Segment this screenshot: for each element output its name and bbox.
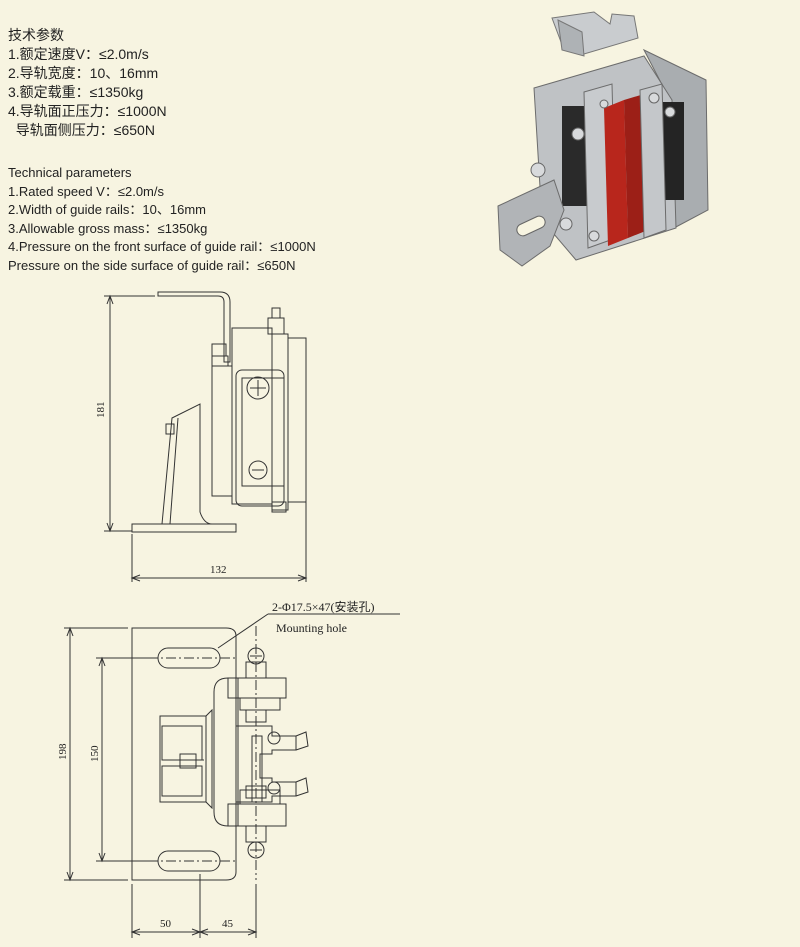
specs-en-item: 1.Rated speed V：≤2.0m/s — [8, 183, 164, 199]
specs-cn-item: 2.导轨宽度：10、16mm — [8, 65, 159, 81]
specs-cn-item: 4.导轨面正压力：≤1000N — [8, 103, 167, 119]
mounting-hole-spec: 2-Φ17.5×47(安装孔) — [272, 599, 375, 614]
specs-en-item: 3.Allowable gross mass：≤1350kg — [8, 220, 208, 236]
specs-cn-title: 技术参数 — [8, 27, 64, 43]
right-width-dim: 45 — [222, 918, 234, 930]
specs-cn-item: 1.额定速度V：≤2.0m/s — [8, 46, 149, 62]
specs-english: Technical parameters 1.Rated speed V：≤2.… — [8, 164, 316, 275]
hole-spacing-dim: 150 — [89, 745, 101, 762]
specs-en-item: 2.Width of guide rails：10、16mm — [8, 202, 206, 217]
specs-cn-item: 导轨面侧压力：≤650N — [8, 122, 155, 138]
side-width-dim: 132 — [210, 564, 227, 576]
specs-en-item: Pressure on the side surface of guide ra… — [8, 257, 296, 273]
product-photo — [494, 10, 734, 272]
mounting-hole-label: Mounting hole — [276, 621, 347, 635]
side-height-dim: 181 — [95, 402, 107, 419]
specs-en-title: Technical parameters — [8, 165, 132, 180]
specs-en-item: 4.Pressure on the front surface of guide… — [8, 239, 316, 254]
front-view: 2-Φ17.5×47(安装孔) Mounting hole — [57, 599, 400, 938]
front-height-dim: 198 — [57, 743, 69, 760]
specs-chinese: 技术参数 1.额定速度V：≤2.0m/s 2.导轨宽度：10、16mm 3.额定… — [8, 26, 167, 140]
specs-cn-item: 3.额定载重：≤1350kg — [8, 84, 144, 100]
left-width-dim: 50 — [160, 918, 172, 930]
technical-drawing: 181 132 — [57, 280, 800, 947]
side-view: 181 132 — [95, 292, 306, 582]
